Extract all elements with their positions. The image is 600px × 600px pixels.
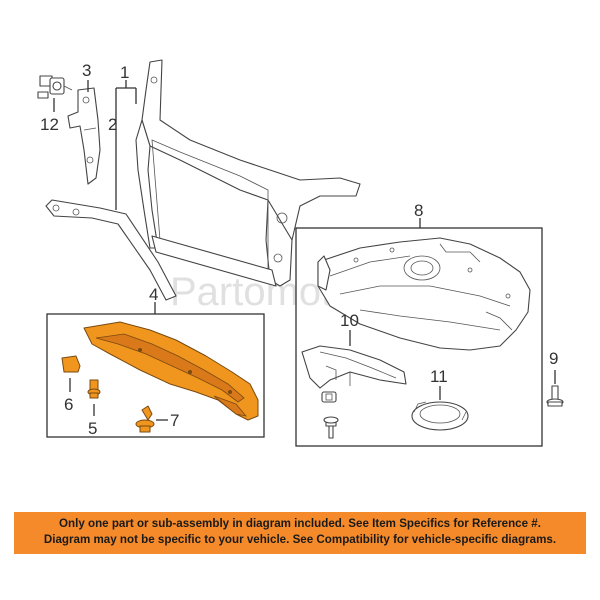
bolt-part-9 — [546, 385, 564, 407]
push-rivet-part-5 — [87, 379, 101, 399]
bracket-part-3 — [67, 87, 101, 185]
shield-bracket-part-10 — [301, 345, 407, 389]
callout-7: 7 — [170, 411, 179, 430]
grommet-part-7 — [135, 405, 155, 433]
under-cover-part-8 — [317, 237, 531, 351]
callout-2: 2 — [108, 115, 117, 134]
callout-3: 3 — [82, 61, 91, 80]
callout-12: 12 — [40, 115, 59, 134]
callout-11: 11 — [430, 367, 448, 386]
under-shield-part-4 — [83, 321, 259, 421]
notice-line-1: Only one part or sub-assembly in diagram… — [59, 517, 541, 530]
fastener-bolt — [323, 416, 339, 439]
callout-4: 4 — [149, 285, 158, 304]
notice-banner: Only one part or sub-assembly in diagram… — [14, 512, 586, 554]
notice-line-2: Diagram may not be specific to your vehi… — [43, 533, 557, 546]
sensor-part-12 — [37, 75, 73, 99]
radiator-support-part-1 — [135, 59, 361, 287]
callout-5: 5 — [88, 419, 97, 438]
clip-part-6 — [61, 355, 81, 373]
callout-8: 8 — [414, 201, 423, 220]
fastener-nut — [321, 391, 337, 403]
round-cover-part-11 — [411, 401, 469, 431]
support-bar-part-2 — [45, 199, 177, 301]
group-box-part-8 — [295, 227, 543, 447]
callout-10: 10 — [340, 311, 359, 330]
callout-1: 1 — [120, 63, 129, 82]
callout-9: 9 — [549, 349, 558, 368]
callout-6: 6 — [64, 395, 73, 414]
